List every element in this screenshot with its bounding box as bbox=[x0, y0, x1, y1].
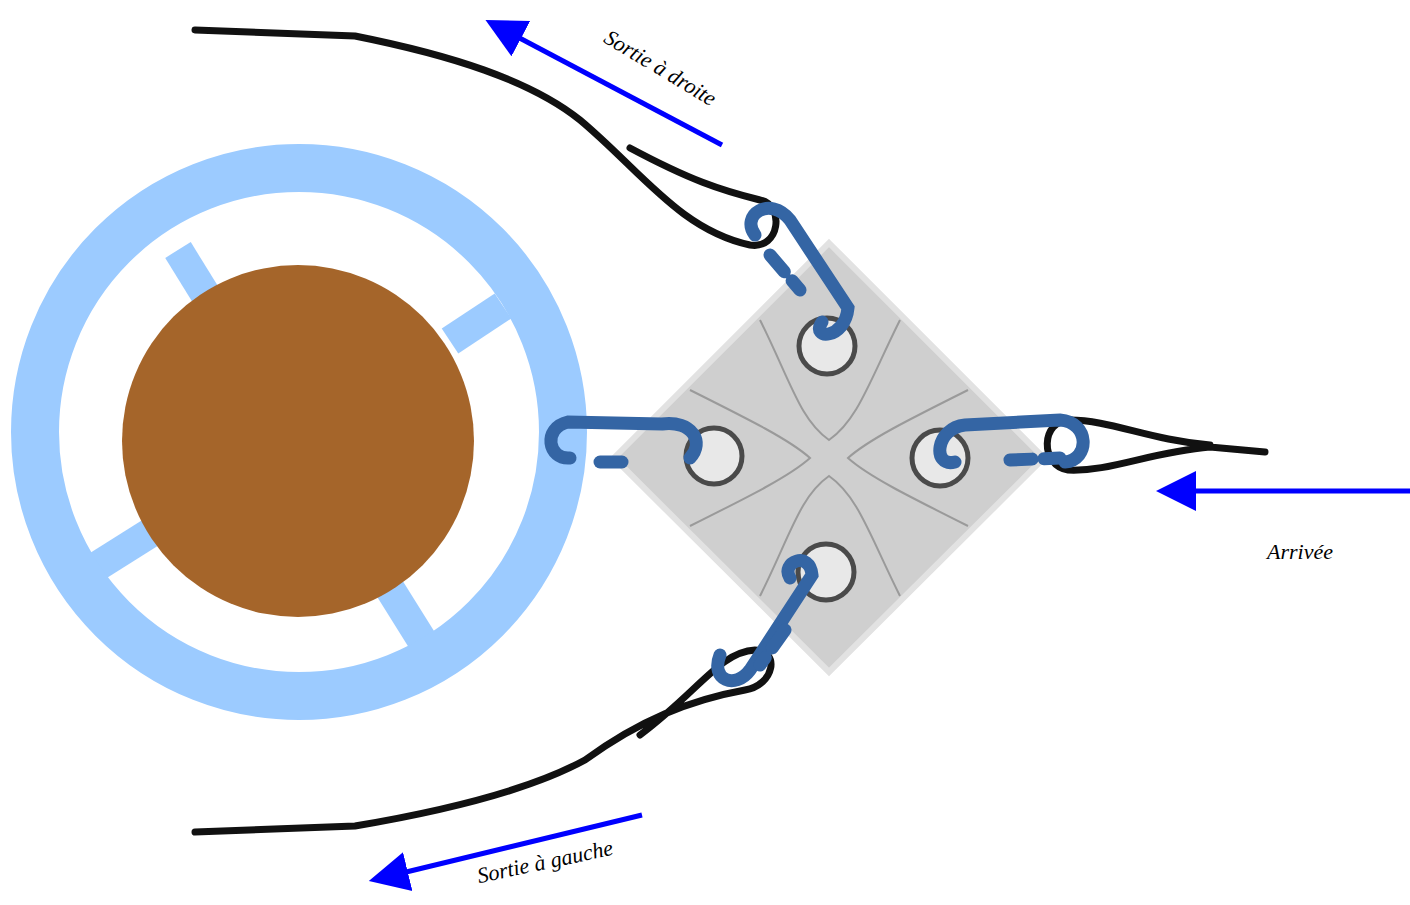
ropes bbox=[195, 30, 1265, 832]
protector-ring bbox=[35, 168, 563, 696]
direction-arrows bbox=[398, 34, 1410, 874]
distribution-plate bbox=[614, 243, 1044, 672]
direction-label: Sortie à gauche bbox=[475, 835, 615, 889]
direction-label: Sortie à droite bbox=[599, 24, 721, 111]
tree-trunk bbox=[122, 265, 474, 617]
shackles bbox=[551, 208, 1083, 680]
direction-label: Arrivée bbox=[1267, 539, 1333, 565]
